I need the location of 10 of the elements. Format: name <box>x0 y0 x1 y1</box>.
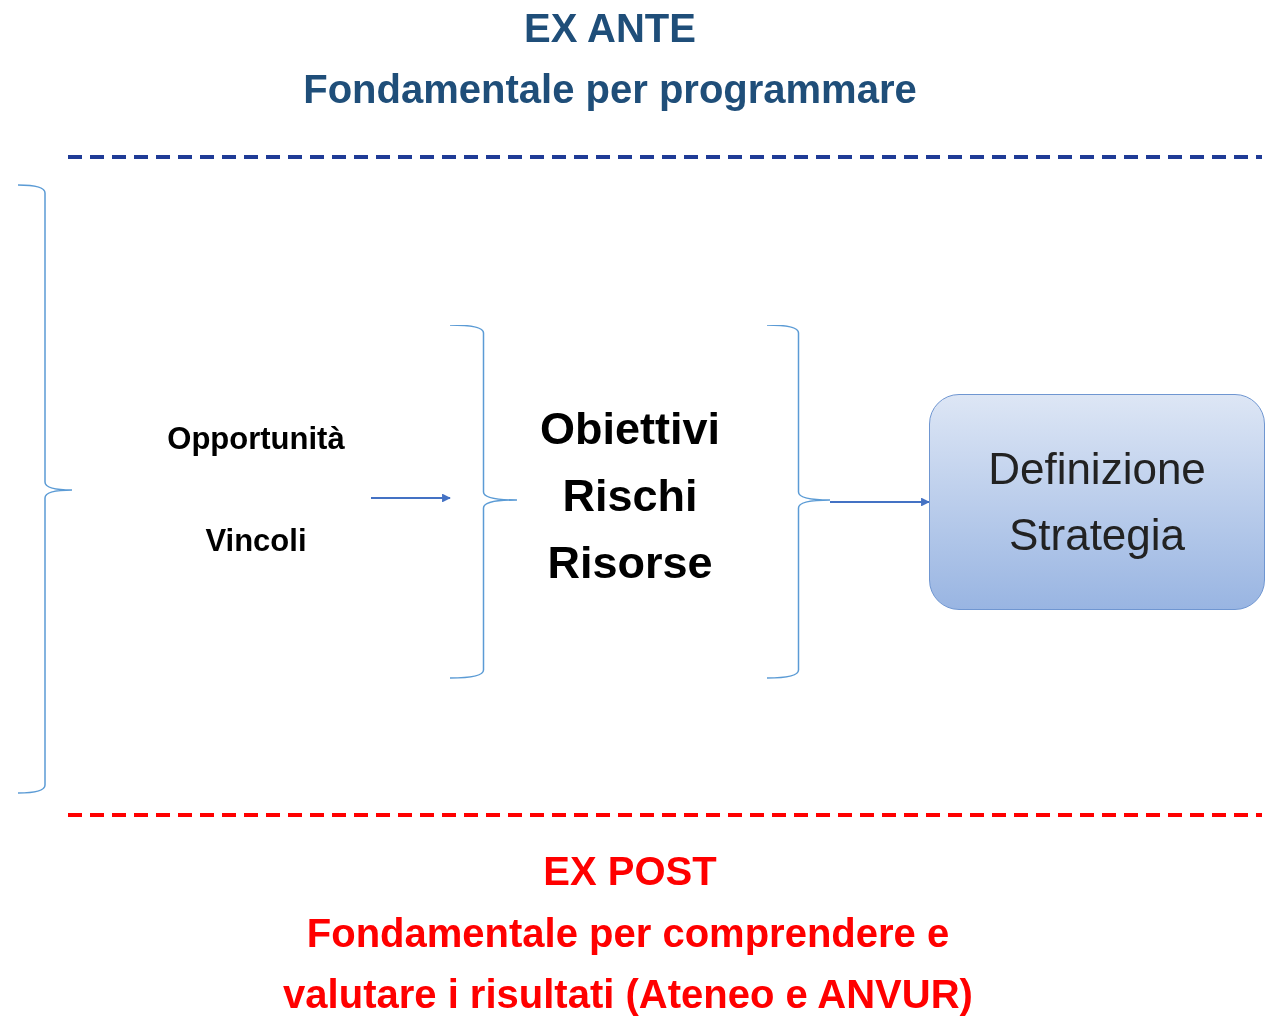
arrow <box>371 493 451 503</box>
heading-text: Fondamentale per comprendere e valutare i risultati (Ateneo e ANVUR) <box>282 910 974 1018</box>
process-box: Definizione Strategia <box>929 394 1265 610</box>
heading-text: EX POST <box>542 848 718 895</box>
arrow <box>830 497 930 507</box>
heading-text: Fondamentale per programmare <box>302 66 918 113</box>
heading-text: EX ANTE <box>523 5 697 52</box>
text-label: Obiettivi Rischi Risorse <box>539 402 721 590</box>
text-label: Vincoli <box>204 523 308 559</box>
text-label: Opportunità <box>166 421 346 457</box>
